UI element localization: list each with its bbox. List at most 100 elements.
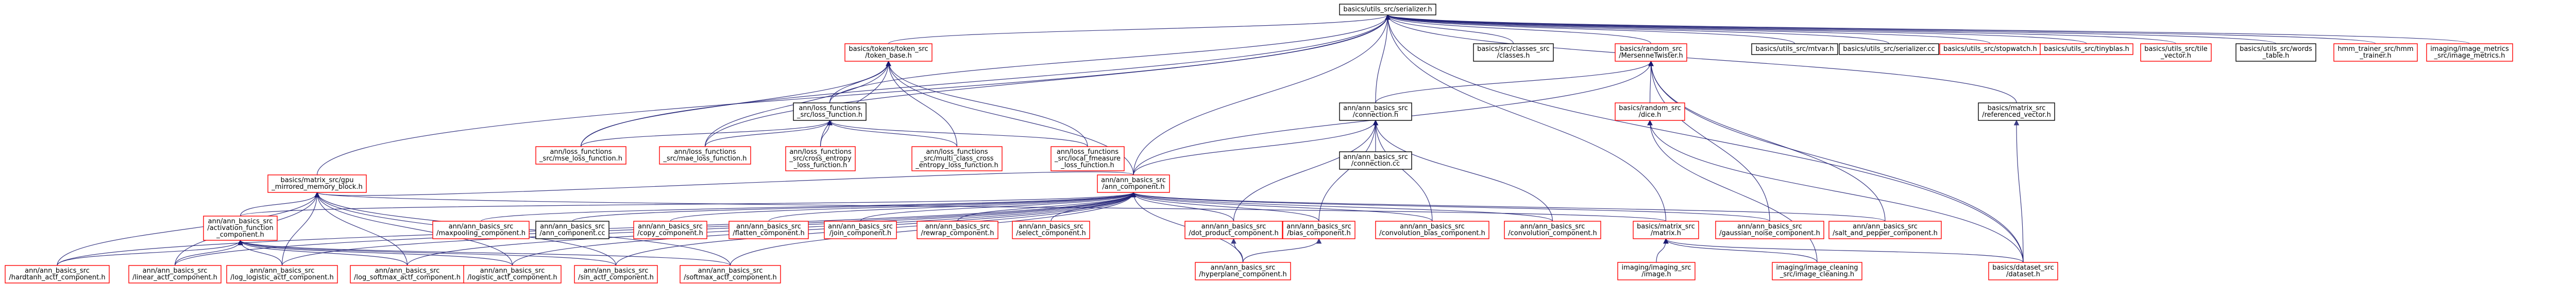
node-matrix[interactable]: basics/matrix_src/matrix.h (1633, 221, 1699, 239)
node-root[interactable]: basics/utils_src/serializer.h (1339, 4, 1436, 15)
node-ann-component[interactable]: ann/ann_basics_src/ann_component.h (1097, 174, 1170, 193)
node-words-table[interactable]: basics/utils_src/words_table.h (2235, 43, 2316, 62)
node-label: /convolution_bias_component.h (1379, 229, 1485, 237)
node-label: /ann_component.cc (539, 229, 605, 237)
edge-join-to-ann-component (860, 191, 1137, 222)
node-maxpooling[interactable]: ann/ann_basics_src/maxpooling_component.… (432, 221, 530, 239)
node-local-fmeasure[interactable]: ann/loss_functions_src/local_fmeasure_lo… (1050, 146, 1125, 171)
node-image-metrics[interactable]: imaging/image_metrics_src/image_metrics.… (2426, 43, 2513, 62)
node-serializer-cc[interactable]: basics/utils_src/serializer.cc (1839, 43, 1939, 55)
node-label: ann/loss_functions (789, 148, 852, 156)
node-logistic[interactable]: ann/ann_basics_src/logistic_actf_compone… (463, 265, 562, 283)
edge-mse-loss-to-loss-function (580, 119, 833, 147)
node-multi-class[interactable]: ann/loss_functions_src/multi_class_cross… (911, 146, 1003, 171)
node-ann-component-cc[interactable]: ann/ann_basics_src/ann_component.cc (535, 221, 609, 239)
node-linear-actf[interactable]: ann/ann_basics_src/linear_actf_component… (128, 265, 222, 283)
node-box (432, 221, 530, 239)
node-label: /token_base.h (865, 52, 912, 60)
edge-mersenne-to-root (1385, 14, 1652, 44)
node-activation[interactable]: ann/ann_basics_src/activation_function_c… (203, 216, 278, 241)
node-box (1615, 43, 1687, 62)
node-dot-product[interactable]: ann/ann_basics_src/dot_product_component… (1184, 221, 1283, 239)
node-label: /rewrap_component.h (921, 229, 994, 237)
node-box (1988, 262, 2058, 280)
node-mtvar[interactable]: basics/utils_src/mtvar.h (1751, 43, 1838, 55)
node-flatten[interactable]: ann/ann_basics_src/flatten_component.h (728, 221, 809, 239)
edge-mse-loss-to-token-base (580, 60, 891, 147)
node-label: /convolution_component.h (1508, 229, 1597, 237)
edge-dataset-to-mersenne (1648, 60, 2024, 263)
node-conv-bias[interactable]: ann/ann_basics_src/convolution_bias_comp… (1375, 221, 1489, 239)
node-box (1097, 174, 1170, 193)
edge-dataset-to-matrix (1663, 238, 2024, 263)
node-sin-actf[interactable]: ann/ann_basics_src/sin_actf_component.h (574, 265, 658, 283)
node-copy[interactable]: ann/ann_basics_src/copy_component.h (633, 221, 707, 239)
node-stopwatch[interactable]: basics/utils_src/stopwatch.h (1939, 43, 2041, 55)
node-box (1615, 102, 1685, 121)
node-label: basics/utils_src/mtvar.h (1755, 45, 1834, 53)
node-box (1978, 102, 2055, 121)
node-label: basics/matrix_src/gpu (281, 176, 354, 184)
node-label: basics/utils_src/stopwatch.h (1943, 45, 2037, 53)
node-box (1839, 43, 1939, 55)
node-bias[interactable]: ann/ann_basics_src/bias_component.h (1282, 221, 1355, 239)
node-image-cleaning[interactable]: imaging/image_cleaning_src/image_cleanin… (1772, 262, 1862, 280)
node-mersenne[interactable]: basics/random_src/MersenneTwister.h (1615, 43, 1687, 62)
node-connection-cc[interactable]: ann/ann_basics_src/connection.cc (1339, 151, 1412, 170)
node-label: ann/ann_basics_src (698, 267, 763, 275)
node-join[interactable]: ann/ann_basics_src/join_component.h (824, 221, 897, 239)
node-mse-loss[interactable]: ann/loss_functions_src/mse_loss_function… (535, 146, 626, 165)
edge-layer (57, 14, 2470, 266)
edge-logistic-to-activation (238, 239, 513, 266)
node-box (728, 221, 809, 239)
node-label: _src/local_fmeasure (1054, 155, 1121, 163)
node-cross-entropy[interactable]: ann/loss_functions_src/cross_entropy_los… (785, 146, 856, 171)
node-token-base[interactable]: basics/tokens/token_src/token_base.h (844, 43, 933, 62)
node-hyperplane[interactable]: ann/ann_basics_src/hyperplane_component.… (1195, 262, 1291, 280)
edge-dot-product-to-connection (1233, 119, 1379, 222)
node-dataset[interactable]: basics/dataset_src/dataset.h (1988, 262, 2058, 280)
node-select[interactable]: ann/ann_basics_src/select_component.h (1012, 221, 1090, 239)
node-connection[interactable]: ann/ann_basics_src/connection.h (1339, 102, 1412, 121)
node-softmax[interactable]: ann/ann_basics_src/softmax_actf_componen… (680, 265, 781, 283)
node-hardtanh[interactable]: ann/ann_basics_src/hardtanh_actf_compone… (5, 265, 110, 283)
node-label: ann/ann_basics_src (1737, 223, 1802, 230)
node-salt-pepper[interactable]: ann/ann_basics_src/salt_and_pepper_compo… (1828, 221, 1942, 239)
node-label: /connection.cc (1351, 160, 1400, 168)
node-label: ann/ann_basics_src (828, 223, 893, 230)
node-label: _entropy_loss_function.h (915, 162, 998, 169)
node-box (535, 146, 626, 165)
edge-referenced-vector-to-root (1385, 14, 2017, 103)
node-log-logistic[interactable]: ann/ann_basics_src/log_logistic_actf_com… (226, 265, 338, 283)
node-label: basics/utils_src/words (2240, 45, 2312, 53)
node-gaussian[interactable]: ann/ann_basics_src/gaussian_noise_compon… (1715, 221, 1824, 239)
node-log-softmax[interactable]: ann/ann_basics_src/log_softmax_actf_comp… (350, 265, 465, 283)
node-image-h[interactable]: imaging/imaging_src/image.h (1617, 262, 1696, 280)
node-label: /copy_component.h (637, 229, 703, 237)
node-tinyblas[interactable]: basics/utils_src/tinyblas.h (2040, 43, 2133, 55)
edge-image-cleaning-to-matrix (1663, 238, 1818, 263)
node-loss-function[interactable]: ann/loss_functions_src/loss_function.h (793, 102, 867, 121)
node-label: /dot_product_component.h (1189, 229, 1279, 237)
node-label: /ann_component.h (1102, 183, 1164, 191)
node-mae-loss[interactable]: ann/loss_functions_src/mae_loss_function… (659, 146, 751, 165)
node-label: basics/dataset_src (1992, 264, 2054, 272)
node-referenced-vector[interactable]: basics/matrix_src/referenced_vector.h (1978, 102, 2055, 121)
node-convolution[interactable]: ann/ann_basics_src/convolution_component… (1504, 221, 1601, 239)
node-label: _table.h (2262, 52, 2290, 60)
node-label: _src/image_metrics.h (2434, 52, 2505, 60)
node-classes[interactable]: basics/src/classes_src/classes.h (1473, 43, 1554, 62)
node-label: /log_softmax_actf_component.h (354, 274, 461, 281)
edge-sin-actf-to-activation (238, 239, 617, 266)
edge-dataset-to-dice (1647, 119, 2024, 263)
node-box (2235, 43, 2316, 62)
node-dice[interactable]: basics/random_src/dice.h (1615, 102, 1685, 121)
node-gpu-mirrored[interactable]: basics/matrix_src/gpu_mirrored_memory_bl… (267, 174, 367, 193)
node-rewrap[interactable]: ann/ann_basics_src/rewrap_component.h (917, 221, 998, 239)
node-box (633, 221, 707, 239)
node-box (844, 43, 933, 62)
edge-log-logistic-to-gpu-mirrored (281, 191, 320, 266)
node-tile-vector[interactable]: basics/utils_src/tile_vector.h (2140, 43, 2212, 62)
node-hmm-trainer[interactable]: hmm_trainer_src/hmm_trainer.h (2333, 43, 2418, 62)
node-box (917, 221, 998, 239)
